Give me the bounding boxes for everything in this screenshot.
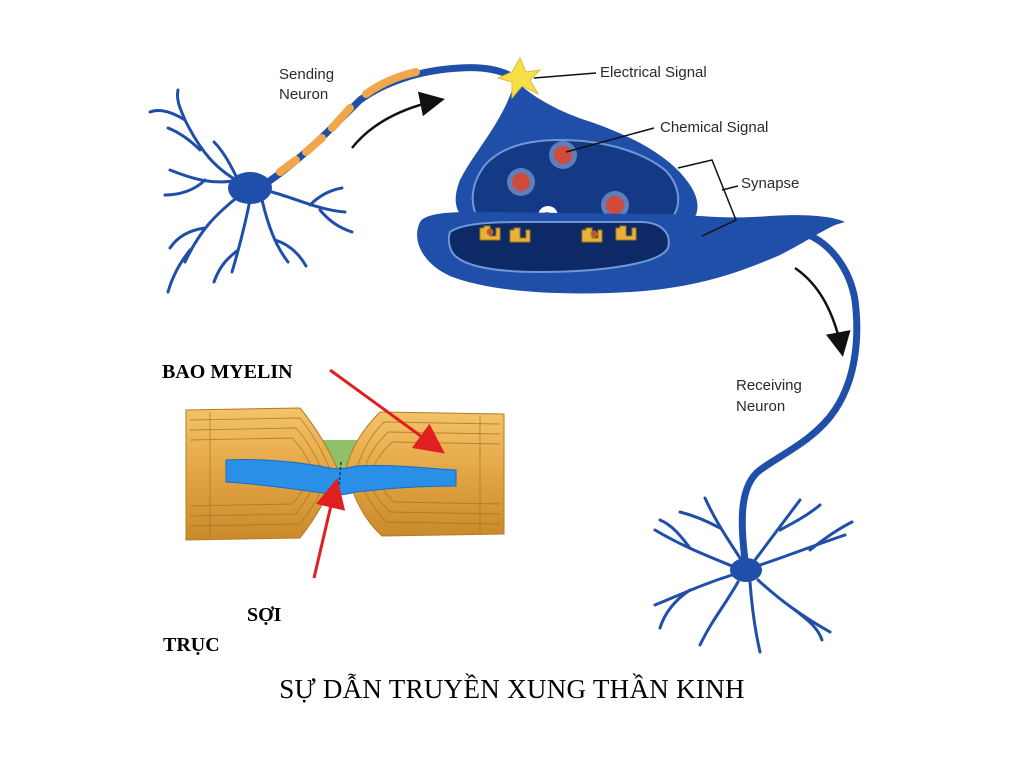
leader-line bbox=[565, 127, 655, 153]
label-sending-neuron: Sending bbox=[279, 66, 334, 83]
myelin-sheath-label: BAO MYELIN bbox=[162, 361, 293, 383]
label-sending-neuron: Neuron bbox=[279, 86, 328, 103]
flow-arrow-icon bbox=[794, 266, 851, 357]
receiving-dendrites bbox=[653, 496, 854, 654]
axon-pointer-arrow bbox=[312, 478, 346, 579]
receiving-axon bbox=[738, 228, 861, 564]
myelin-pointer-arrow bbox=[329, 368, 445, 454]
axon-label-line2: TRỤC bbox=[163, 634, 220, 656]
label-receiving-neuron: Neuron bbox=[736, 398, 785, 415]
callout-labels: Sending Neuron Electrical Signal Chemica… bbox=[279, 64, 802, 415]
receptors bbox=[479, 225, 637, 243]
slide-caption: SỰ DẪN TRUYỀN XUNG THẦN KINH bbox=[279, 674, 745, 704]
receiving-neuron bbox=[653, 228, 861, 654]
label-electrical-signal: Electrical Signal bbox=[600, 64, 707, 81]
synapse-terminal bbox=[417, 80, 845, 294]
synapse-bracket bbox=[677, 159, 739, 237]
sending-dendrites bbox=[148, 88, 354, 294]
label-chemical-signal: Chemical Signal bbox=[660, 119, 768, 136]
flow-arrow-icon bbox=[351, 91, 445, 149]
myelin-cross-section bbox=[185, 407, 505, 541]
leader-line bbox=[533, 72, 597, 79]
label-synapse: Synapse bbox=[741, 175, 799, 192]
sending-cell-body bbox=[228, 172, 272, 204]
sending-neuron bbox=[148, 64, 524, 294]
myelin-segments bbox=[276, 68, 420, 176]
label-receiving-neuron: Receiving bbox=[736, 377, 802, 394]
axon-label-line1: SỢI bbox=[247, 604, 282, 626]
receiving-cell-body bbox=[730, 558, 762, 582]
electrical-spark-icon bbox=[496, 56, 542, 100]
synaptic-cleft bbox=[447, 221, 670, 274]
